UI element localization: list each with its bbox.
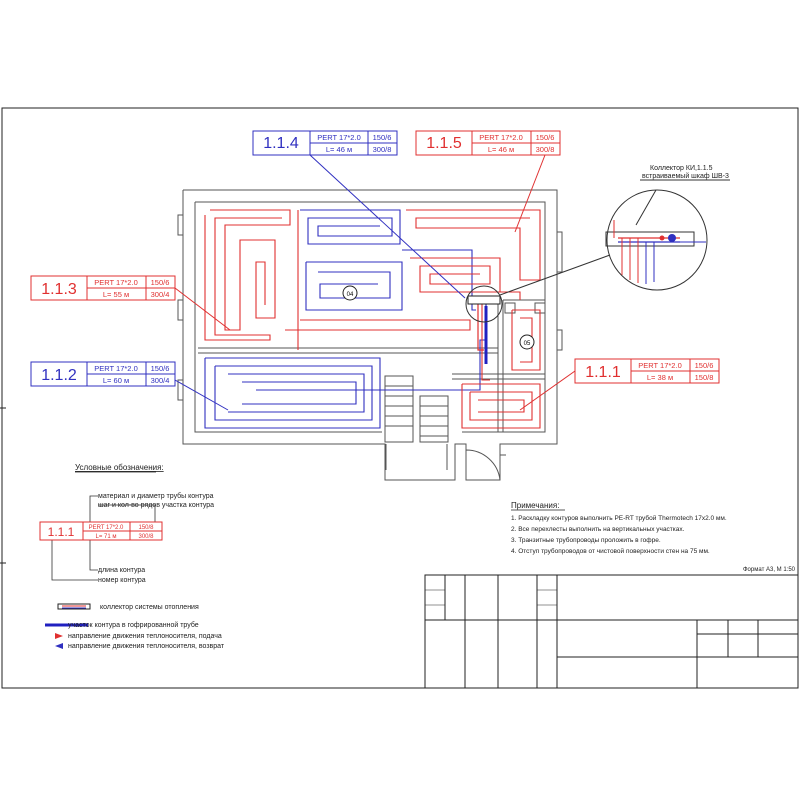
contour-step: 150/6: [151, 364, 170, 373]
collector-box: [467, 295, 501, 305]
building-walls: [177, 189, 563, 481]
return-arrow-icon: [55, 643, 63, 649]
contour-step: 150/6: [373, 133, 392, 142]
title-block: [424, 574, 799, 689]
contour-tag-1-1-5: 1.1.5 PERT 17*2.0 L= 46 м 150/6 300/8: [415, 130, 561, 233]
note-item: 1. Раскладку контуров выполнить PE-RT тр…: [511, 514, 727, 522]
collector-outlet: [659, 235, 665, 241]
collector-label-line1: Коллектор КИ,1.1.5: [650, 165, 713, 172]
legend-corrugated-label: участок контура в гофрированной трубе: [68, 621, 199, 629]
contour-pipe: PERT 17*2.0: [638, 361, 682, 370]
callout-circle-large: [606, 189, 708, 291]
collector-detail-box: [605, 231, 695, 247]
contour-tag-1-1-2: 1.1.2 PERT 17*2.0 L= 60 м 150/6 300/4: [30, 361, 229, 411]
contour-pipe: PERT 17*2.0: [94, 364, 138, 373]
notes: Примечания: 1. Раскладку контуров выполн…: [511, 501, 727, 555]
legend-annot-step: шаг и кол-во рядов участка контура: [98, 502, 214, 509]
contour-pipe: PERT 17*2.0: [89, 525, 124, 531]
window: [177, 214, 184, 236]
note-item: 3. Транзитные трубопроводы проложить в г…: [511, 536, 661, 544]
legend-collector-label: коллектор системы отопления: [100, 604, 199, 611]
staircase: [384, 375, 449, 470]
collector-detail: Коллектор КИ,1.1.5 встраиваемый шкаф ШВ-…: [465, 165, 730, 323]
contour-id: 1.1.1: [585, 364, 621, 381]
room-04-marker: [342, 285, 358, 301]
room-04-label: 04: [347, 292, 354, 298]
legend: Условные обозначения: материал и диаметр…: [39, 463, 225, 650]
contour-rows: 300/8: [138, 534, 154, 540]
contour-rows: 300/4: [151, 290, 170, 299]
contour-pipe: PERT 17*2.0: [317, 133, 361, 142]
contour-step: 150/6: [536, 133, 555, 142]
contour-length: L= 46 м: [488, 145, 514, 154]
legend-sample-tag: 1.1.1 PERT 17*2.0 L= 71 м 150/8 300/8: [39, 521, 163, 541]
contour-length: L= 60 м: [103, 376, 129, 385]
sheet-frame: [1, 107, 799, 689]
window: [556, 329, 563, 351]
contour-step: 150/6: [151, 278, 170, 287]
contour-tag-1-1-4: 1.1.4 PERT 17*2.0 L= 46 м 150/6 300/8: [252, 130, 466, 299]
contour-id: 1.1.4: [263, 135, 299, 152]
column: [504, 302, 516, 314]
note-item: 4. Отступ трубопроводов от чистовой пове…: [511, 547, 710, 555]
contour-id: 1.1.3: [41, 281, 77, 298]
notes-title: Примечания:: [511, 501, 559, 510]
stair-flight: [384, 375, 414, 443]
window: [177, 299, 184, 321]
contour-step: 150/8: [138, 525, 154, 531]
room-05-marker: [519, 334, 535, 350]
contour-1-1-3-loops: [204, 209, 471, 350]
contour-tag-1-1-3: 1.1.3 PERT 17*2.0 L= 55 м 150/6 300/4: [30, 275, 231, 331]
contour-rows: 300/4: [151, 376, 170, 385]
callout-circle-small: [465, 285, 503, 323]
supply-arrow-icon: [55, 633, 63, 639]
stair-flight: [419, 395, 449, 443]
contour-length: L= 38 м: [647, 373, 673, 382]
window: [177, 379, 184, 401]
legend-supply-label: направление движения теплоносителя, пода…: [68, 633, 222, 640]
contour-1-1-2-loops: [204, 339, 486, 429]
contour-pipe: PERT 17*2.0: [479, 133, 523, 142]
inner-wall: [194, 202, 382, 433]
legend-annot-number: номер контура: [98, 577, 146, 584]
legend-title: Условные обозначения:: [75, 463, 164, 472]
contour-pipe: PERT 17*2.0: [94, 278, 138, 287]
contour-1-1-5-loops: [406, 209, 541, 300]
contour-length: L= 46 м: [326, 145, 352, 154]
contour-1-1-1-loops: [461, 300, 541, 429]
contour-id: 1.1.5: [426, 135, 462, 152]
collector-label-line2: встраиваемый шкаф ШВ-3: [642, 172, 729, 180]
contour-tag-1-1-1: 1.1.1 PERT 17*2.0 L= 38 м 150/6 150/8: [519, 358, 720, 411]
note-item: 2. Все перехлесты выполнить на вертикаль…: [511, 526, 685, 533]
contour-rows: 300/8: [536, 145, 555, 154]
contour-1-1-4-loops: [300, 209, 476, 311]
legend-annot-material: материал и диаметр трубы контура: [98, 492, 214, 500]
entrance-door: [465, 449, 501, 481]
contour-rows: 300/8: [373, 145, 392, 154]
outer-wall: [182, 189, 558, 481]
legend-return-label: направление движения теплоносителя, возв…: [68, 643, 225, 650]
contour-length: L= 55 м: [103, 290, 129, 299]
contour-length: L= 71 м: [96, 534, 117, 540]
format-label: Формат А3, М 1:50: [743, 567, 796, 573]
collector-outlet: [668, 234, 676, 242]
contour-step: 150/6: [695, 361, 714, 370]
contour-rows: 150/8: [695, 373, 714, 382]
room-05-label: 05: [524, 341, 531, 347]
contour-id: 1.1.1: [48, 525, 75, 539]
legend-annot-length: длина контура: [98, 567, 145, 574]
window: [556, 231, 563, 273]
contour-id: 1.1.2: [41, 367, 77, 384]
